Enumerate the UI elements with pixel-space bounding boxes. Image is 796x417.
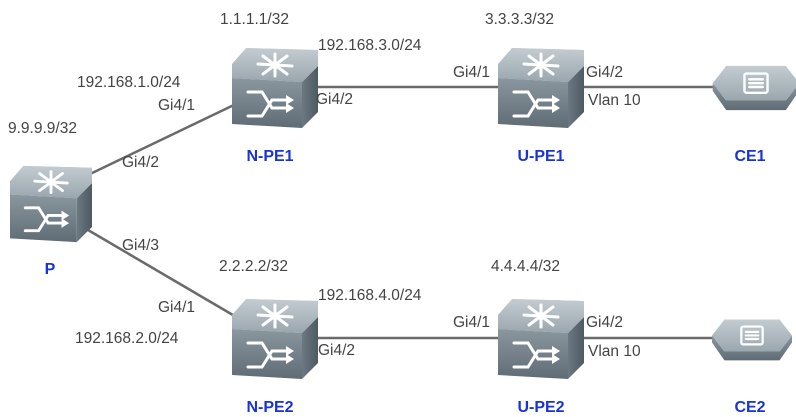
router-switch-icon	[232, 46, 318, 130]
port-npe2-to-p: Gi4/1	[158, 299, 195, 316]
ce-device-icon	[712, 64, 796, 112]
vlan-upe1-ce1: Vlan 10	[588, 92, 641, 109]
device-ce1[interactable]: CE1	[712, 64, 796, 165]
device-label-ce1: CE1	[734, 148, 765, 165]
subnet-npe1-upe1: 192.168.3.0/24	[318, 37, 422, 54]
vlan-upe2-ce2: Vlan 10	[588, 343, 641, 360]
router-switch-icon	[232, 297, 318, 381]
subnet-p-npe2: 192.168.2.0/24	[75, 330, 179, 347]
device-label-ce2: CE2	[734, 399, 765, 416]
port-upe2-to-npe2: Gi4/1	[453, 314, 490, 331]
device-label-p: P	[45, 261, 56, 278]
device-upe2[interactable]: U-PE2	[498, 297, 584, 416]
loopback-npe1: 1.1.1.1/32	[220, 11, 289, 28]
device-p[interactable]: P	[10, 164, 92, 278]
subnet-npe2-upe2: 192.168.4.0/24	[318, 287, 422, 304]
router-switch-icon	[498, 297, 584, 381]
port-npe1-to-upe1: Gi4/2	[316, 91, 353, 108]
port-p-to-npe2: Gi4/3	[122, 237, 159, 254]
loopback-p: 9.9.9.9/32	[8, 120, 77, 137]
router-switch-icon	[498, 46, 584, 130]
device-npe1[interactable]: N-PE1	[232, 46, 318, 165]
port-npe1-to-p: Gi4/1	[158, 97, 195, 114]
port-p-to-npe1: Gi4/2	[122, 154, 159, 171]
device-npe2[interactable]: N-PE2	[232, 297, 318, 416]
loopback-npe2: 2.2.2.2/32	[219, 258, 288, 275]
ce-device-icon	[712, 318, 792, 362]
device-upe1[interactable]: U-PE1	[498, 46, 584, 165]
loopback-upe2: 4.4.4.4/32	[491, 258, 560, 275]
subnet-p-npe1: 192.168.1.0/24	[77, 74, 181, 91]
loopback-upe1: 3.3.3.3/32	[485, 11, 554, 28]
link-p-npe2	[86, 228, 240, 320]
router-switch-icon	[10, 164, 92, 244]
port-upe2-to-ce2: Gi4/2	[586, 314, 623, 331]
device-label-npe2: N-PE2	[246, 399, 293, 416]
device-ce2[interactable]: CE2	[712, 318, 792, 416]
device-label-upe2: U-PE2	[517, 399, 564, 416]
device-label-upe1: U-PE1	[517, 148, 564, 165]
port-upe1-to-ce1: Gi4/2	[586, 64, 623, 81]
link-p-npe1	[86, 101, 240, 177]
port-npe2-to-upe2: Gi4/2	[318, 342, 355, 359]
device-label-npe1: N-PE1	[246, 148, 293, 165]
port-upe1-to-npe1: Gi4/1	[453, 64, 490, 81]
links	[86, 85, 720, 340]
